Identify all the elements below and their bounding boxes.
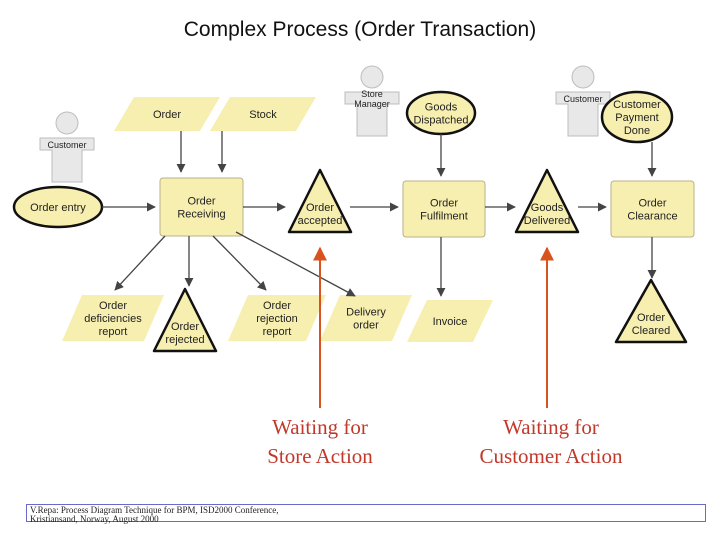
actor-customer-right: Customer — [555, 65, 611, 137]
citation-footer: V.Repa: Process Diagram Technique for BP… — [26, 504, 706, 524]
node-order-rejected — [152, 287, 218, 353]
node-customer-payment-done — [600, 90, 674, 144]
node-order-cleared — [614, 278, 688, 344]
node-invoice-label: Invoice — [433, 316, 468, 328]
node-order-label: Order — [153, 109, 181, 121]
footer-line2: Kristiansand, Norway, August 2000 — [30, 514, 159, 524]
caption-store-action: Waiting for Store Action — [240, 413, 400, 471]
arrow-receiving-to-deficiencies — [114, 235, 166, 291]
node-delivery-order — [320, 295, 412, 341]
node-stock — [210, 97, 316, 131]
caption-customer-action: Waiting for Customer Action — [456, 413, 646, 471]
node-order — [114, 97, 220, 131]
footer-line1: V.Repa: Process Diagram Technique for BP… — [30, 505, 279, 515]
arrow-receiving-to-delivery-order — [235, 231, 356, 297]
caption-customer-line2: Customer Action — [479, 444, 623, 468]
node-order-rejection-report — [228, 295, 326, 341]
node-stock-label: Stock — [249, 109, 277, 121]
node-order-accepted — [287, 168, 353, 234]
caption-store-line2: Store Action — [267, 444, 373, 468]
actor-customer-left-label: Customer — [47, 140, 86, 150]
caption-store-line1: Waiting for — [272, 415, 368, 439]
node-invoice — [407, 300, 493, 342]
actor-customer-left: Customer — [39, 111, 95, 183]
arrow-receiving-to-rejection-report — [212, 235, 267, 291]
caption-customer-line1: Waiting for — [503, 415, 599, 439]
actor-customer-right-label: Customer — [563, 94, 602, 104]
node-goods-delivered — [514, 168, 580, 234]
node-order-fulfilment — [402, 180, 486, 238]
node-order-entry-label: Order entry — [30, 202, 86, 214]
node-order-deficiencies-report — [62, 295, 164, 341]
diagram-title: Complex Process (Order Transaction) — [183, 18, 537, 41]
